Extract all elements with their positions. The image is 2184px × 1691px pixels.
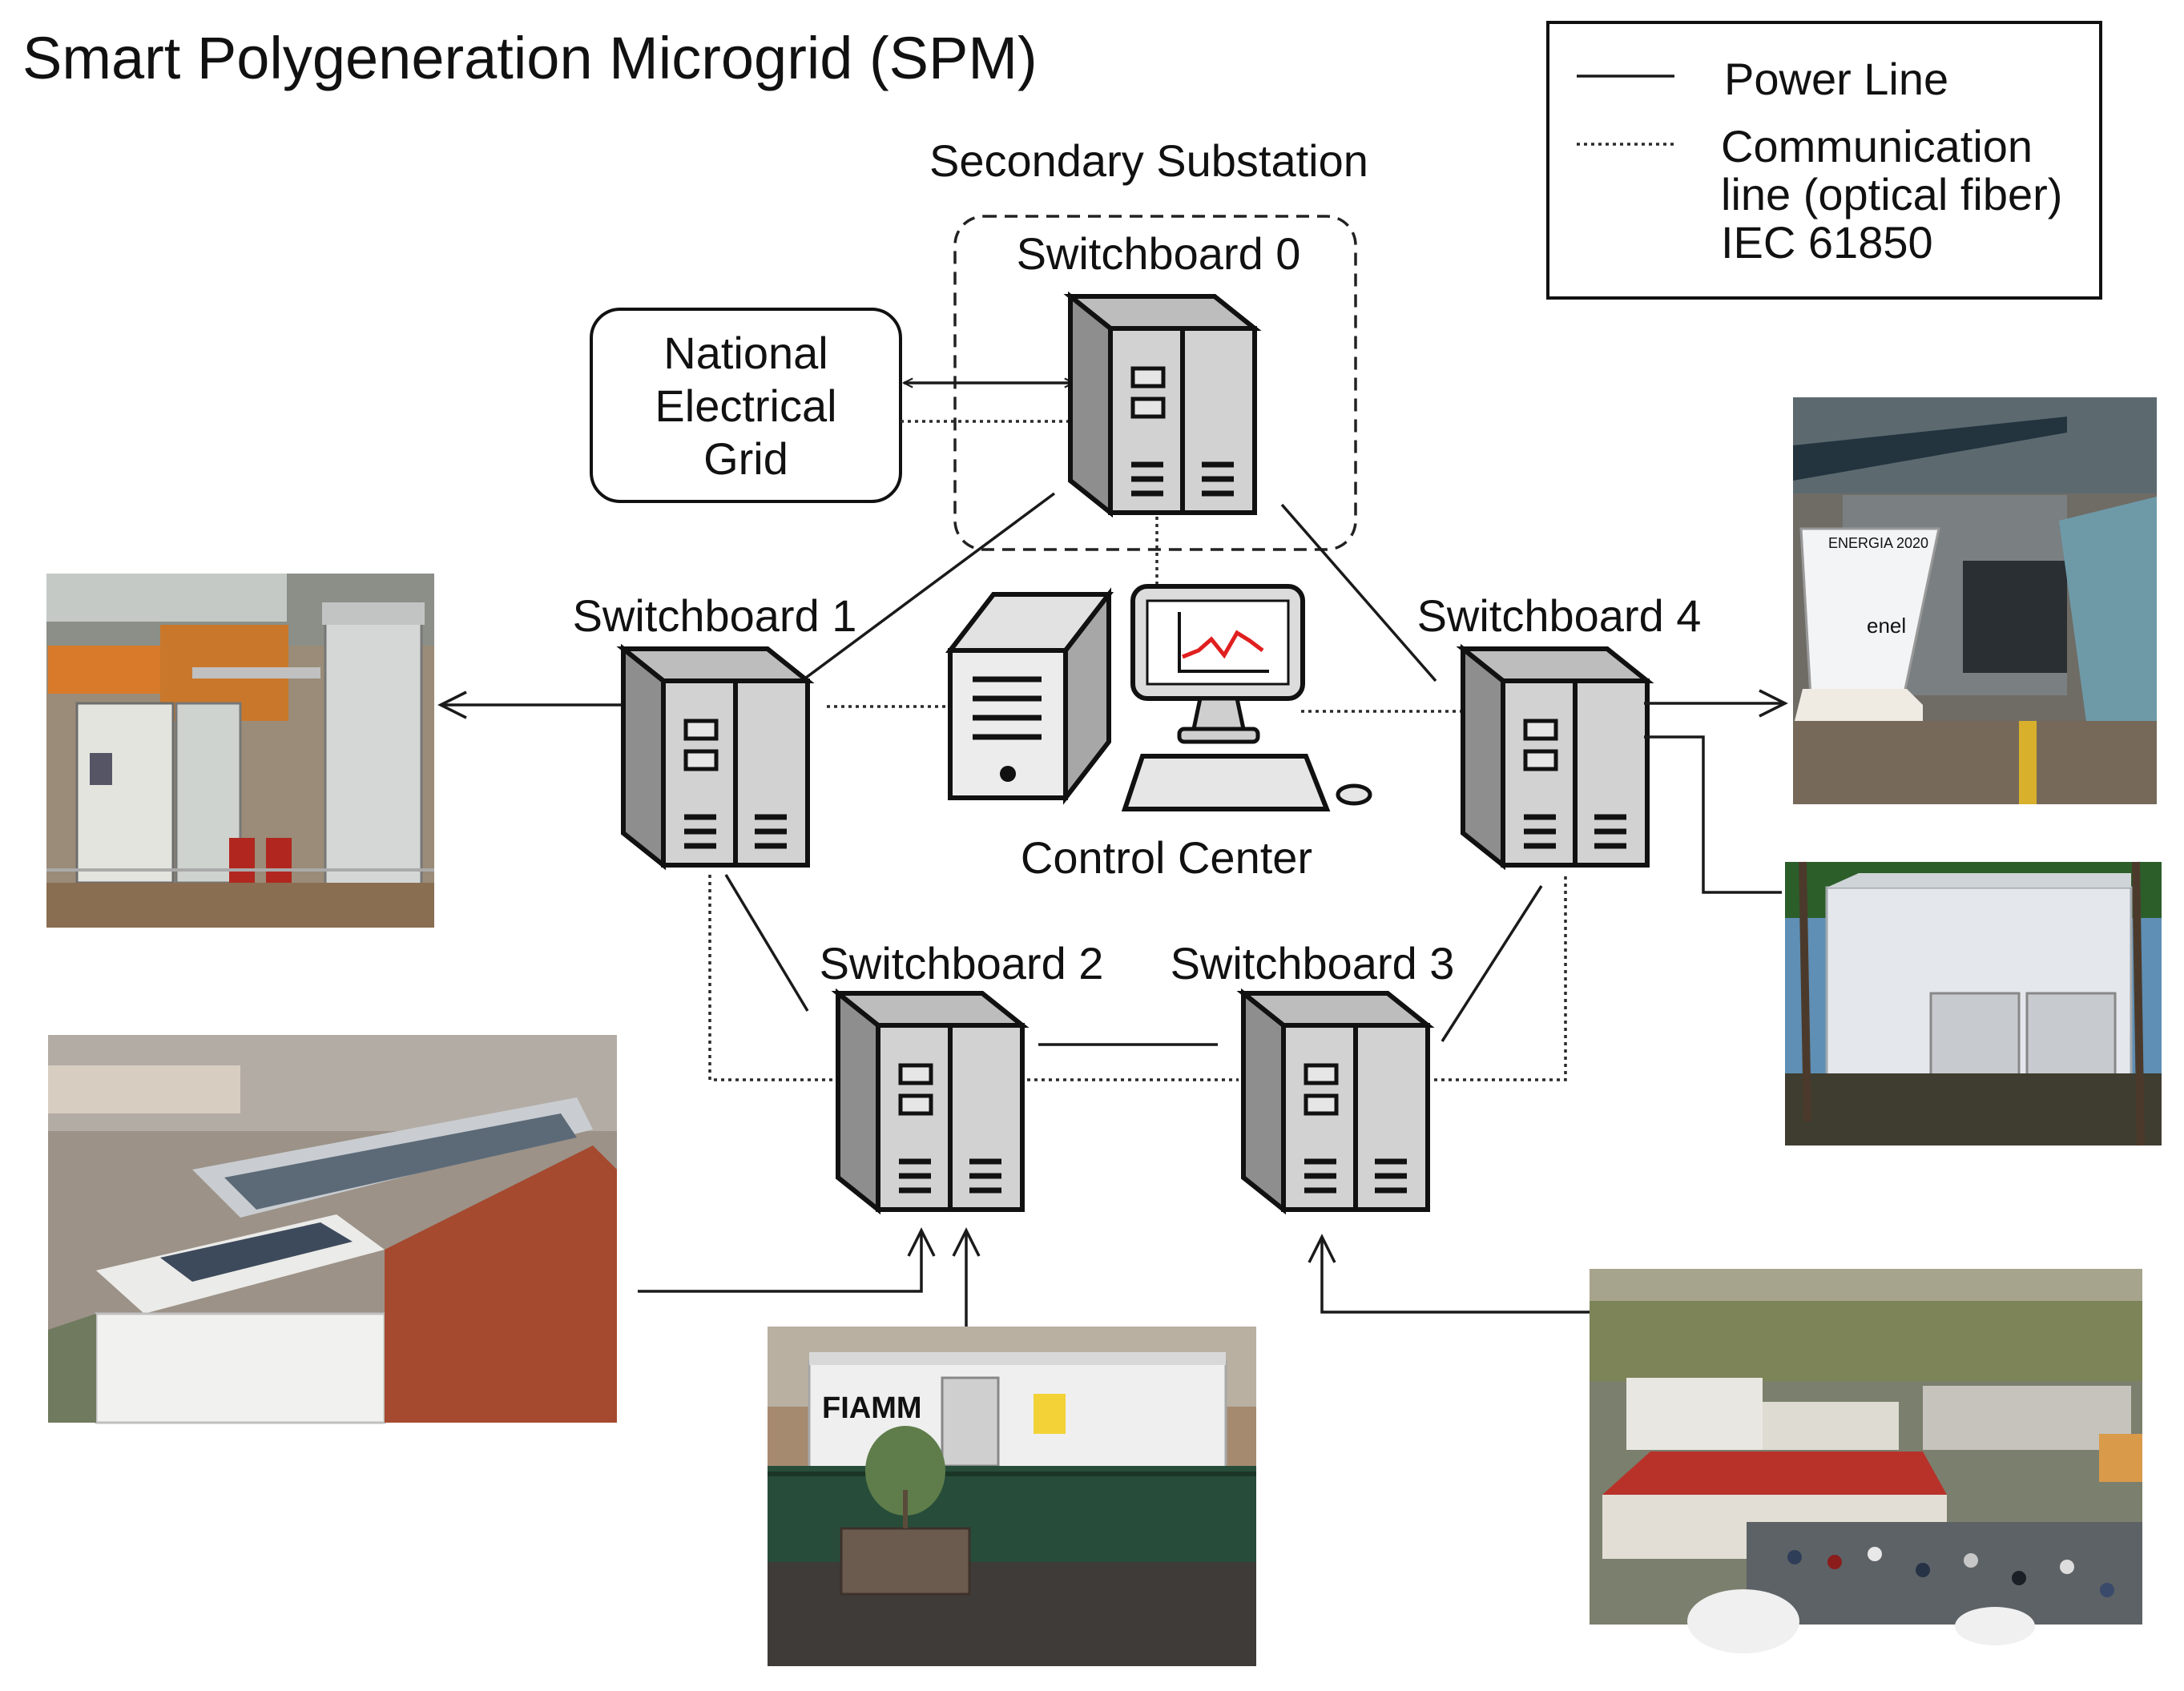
link-sb4-storage (1644, 735, 1782, 894)
switchboard-0 (1070, 296, 1255, 513)
photo-pv-rooftop (48, 1035, 617, 1424)
container-brand: FIAMM (822, 1391, 922, 1425)
switchboard-1 (623, 649, 808, 865)
national-grid: National Electrical Grid (590, 308, 902, 503)
legend-comm-line-2: line (optical fiber) (1721, 169, 2062, 219)
substation-label: Secondary Substation (929, 135, 1368, 186)
mouse-icon (1336, 783, 1372, 806)
legend-power-line: Power Line (1724, 54, 1948, 104)
switchboard-2-label: Switchboard 2 (820, 938, 1104, 988)
photo-campus-aerial (1590, 1269, 2142, 1653)
power-sb0-sb1 (804, 492, 1056, 679)
legend-comm-line-1: Communication (1721, 121, 2033, 171)
power-sb4-sb3 (1441, 885, 1543, 1042)
legend: Power Line Communication line (optical f… (1546, 21, 2102, 300)
control-center-label: Control Center (1021, 832, 1312, 883)
switchboard-4 (1463, 649, 1647, 865)
server-tower-icon (945, 587, 1114, 805)
switchboard-0-label: Switchboard 0 (1017, 228, 1301, 279)
arrow-campus-sb3 (1308, 1234, 1590, 1314)
sign-brand: enel (1867, 614, 1906, 638)
legend-box (1546, 21, 2102, 300)
diagram-title: Smart Polygeneration Microgrid (SPM) (22, 25, 1038, 91)
switchboard-1-label: Switchboard 1 (573, 590, 857, 641)
sign-title: ENERGIA 2020 (1828, 535, 1928, 551)
comm-sb3-sb4 (1420, 875, 1567, 1081)
power-sb0-sb4 (1280, 503, 1437, 682)
photo-storage-container (1785, 861, 2162, 1146)
switchboard-3-label: Switchboard 3 (1171, 938, 1455, 988)
legend-comm-line-3: IEC 61850 (1721, 217, 1933, 268)
switchboard-3 (1243, 993, 1428, 1210)
national-grid-box (590, 308, 902, 503)
keyboard-icon (1121, 754, 1331, 811)
grid-label-line1: National (663, 328, 828, 378)
photo-ev-charging: ENERGIA 2020 enel (1793, 397, 2157, 804)
comm-sb1-sb2 (708, 875, 833, 1081)
grid-label-line2: Electrical (655, 380, 836, 431)
control-center: Control Center (945, 584, 1372, 883)
switchboard-4-label: Switchboard 4 (1417, 590, 1702, 641)
photo-chp-plant (46, 574, 434, 928)
photo-battery-storage: FIAMM (768, 1327, 1256, 1666)
monitor-icon (1130, 584, 1305, 744)
grid-label-line3: Grid (703, 433, 788, 484)
power-sb1-sb2 (724, 874, 809, 1012)
arrow-pv-sb2 (638, 1227, 936, 1293)
switchboard-2 (838, 993, 1022, 1210)
